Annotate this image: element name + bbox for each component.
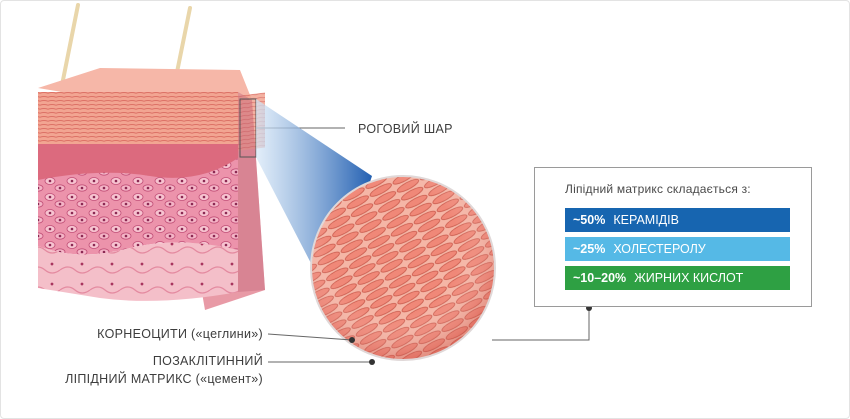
horny-layer — [38, 92, 238, 144]
epidermis-cells — [38, 158, 238, 255]
composition-bar-fatty-acids: ~10–20% ЖИРНИХ КИСЛОТ — [565, 266, 790, 290]
lipid-matrix-label: ПОЗАКЛІТИННИЙ ЛІПІДНИЙ МАТРИКС («цемент»… — [20, 352, 263, 388]
cholesterol-percent: ~25% — [573, 242, 606, 256]
matrix-dot — [369, 359, 375, 365]
lipid-matrix-label-line2: ЛІПІДНИЙ МАТРИКС («цемент») — [65, 372, 263, 386]
lipid-composition-panel: Ліпідний матрикс складається з: ~50% КЕРА… — [534, 167, 812, 307]
composition-bar-ceramides: ~50% КЕРАМІДІВ — [565, 208, 790, 232]
leader-corneocytes — [267, 333, 353, 341]
fatty-acids-percent: ~10–20% — [573, 271, 627, 285]
lipid-matrix-label-line1: ПОЗАКЛІТИННИЙ — [152, 354, 263, 368]
ceramides-percent: ~50% — [573, 213, 606, 227]
composition-bar-cholesterol: ~25% ХОЛЕСТЕРОЛУ — [565, 237, 790, 261]
dermis — [38, 242, 238, 301]
ceramides-name: КЕРАМІДІВ — [613, 213, 679, 227]
panel-title: Ліпідний матрикс складається з: — [565, 182, 751, 196]
leader-panel — [492, 308, 590, 341]
corneocytes-label: КОРНЕОЦИТИ («цеглини») — [97, 327, 263, 341]
hair-left — [59, 3, 80, 92]
horny-layer-label: РОГОВИЙ ШАР — [358, 122, 453, 136]
magnifier-circle — [310, 175, 496, 361]
corneocytes-dot — [349, 337, 355, 343]
fatty-acids-name: ЖИРНИХ КИСЛОТ — [634, 271, 744, 285]
cholesterol-name: ХОЛЕСТЕРОЛУ — [613, 242, 706, 256]
